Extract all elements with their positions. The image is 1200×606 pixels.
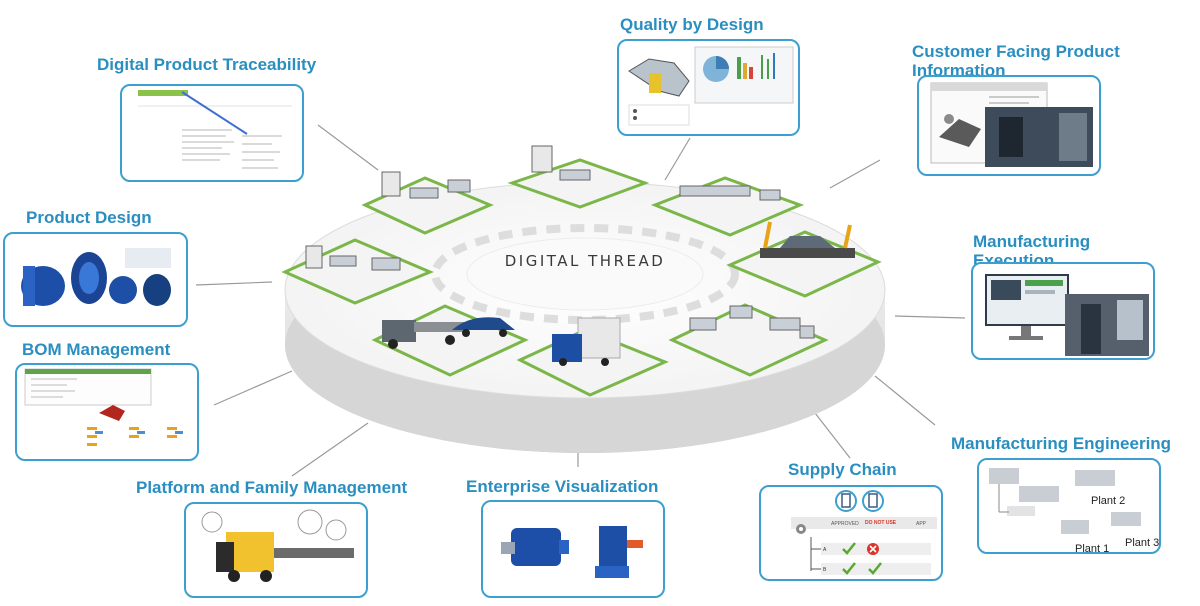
platform-family-box[interactable] [184, 502, 368, 598]
phone-icon [862, 490, 884, 512]
customer-facing-label: Customer Facing Product Information [912, 23, 1120, 80]
check-icon [868, 562, 882, 575]
product-design-box[interactable] [3, 232, 188, 327]
assembly-line-car [760, 221, 855, 258]
enterprise-visualization-label: Enterprise Visualization [466, 477, 659, 496]
customer-info-image [930, 82, 1093, 167]
row-b-label: B [823, 567, 827, 573]
row-a-label: A [823, 547, 827, 553]
plant-1-label: Plant 1 [1075, 543, 1109, 552]
do-not-use-column: DO NOT USE [865, 520, 897, 526]
supply-chain-box[interactable]: APPROVED DO NOT USE APP A B [759, 485, 943, 581]
enterprise-visualization-box[interactable] [481, 500, 665, 598]
mes-screen-image [985, 274, 1149, 356]
quality-dashboard-image [628, 46, 794, 126]
supply-chain-label: Supply Chain [788, 460, 897, 479]
gear-icon [796, 524, 806, 534]
plant-2-label: Plant 2 [1091, 495, 1125, 507]
bom-management-box[interactable] [15, 363, 199, 461]
customer-facing-box[interactable] [917, 75, 1101, 176]
pump-product-image [21, 248, 171, 306]
platform-family-image [201, 509, 354, 582]
manufacturing-engineering-label: Manufacturing Engineering [951, 434, 1172, 453]
check-icon [842, 542, 856, 555]
digital-traceability-box[interactable] [120, 84, 304, 182]
blue-car [452, 317, 515, 337]
platform-family-label: Platform and Family Management [136, 478, 408, 497]
appr-column: APP [916, 521, 927, 527]
bom-tree-image [24, 368, 183, 446]
quality-by-design-box[interactable] [617, 39, 800, 136]
traceability-document-image [138, 90, 292, 169]
valve-product-image [501, 526, 643, 578]
digital-thread-title: DIGITAL THREAD [504, 252, 666, 270]
supply-chain-approval-image: APPROVED DO NOT USE APP A B [791, 490, 937, 575]
flatbed-truck [382, 320, 464, 349]
phone-icon [835, 490, 857, 512]
reject-icon [867, 543, 879, 555]
quality-by-design-label: Quality by Design [620, 15, 764, 34]
plant-3-label: Plant 3 [1125, 537, 1159, 549]
check-icon [842, 562, 856, 575]
product-design-label: Product Design [26, 208, 152, 227]
plants-layout-image: Plant 2 Plant 3 Plant 1 [989, 468, 1159, 552]
manufacturing-execution-box[interactable] [971, 262, 1155, 360]
digital-traceability-label: Digital Product Traceability [97, 55, 317, 74]
manufacturing-engineering-box[interactable]: Plant 2 Plant 3 Plant 1 [977, 458, 1161, 554]
bom-management-label: BOM Management [22, 340, 171, 359]
delivery-truck [552, 317, 621, 366]
approved-column: APPROVED [831, 521, 859, 527]
